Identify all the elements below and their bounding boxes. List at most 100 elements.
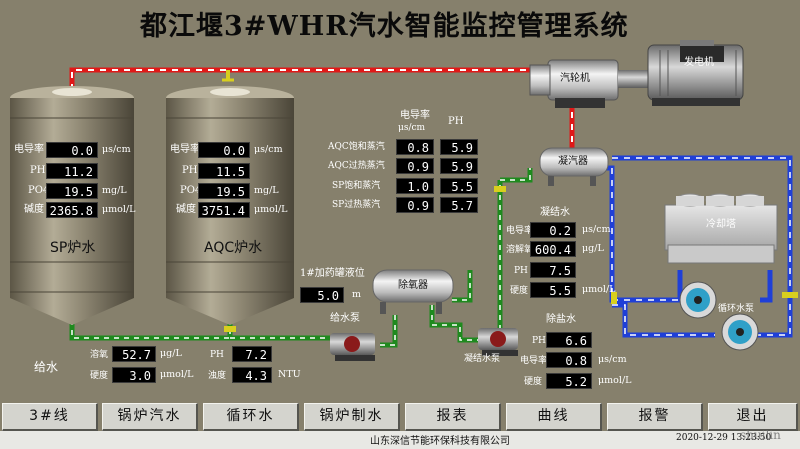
condensate-title: 凝结水 (540, 207, 570, 218)
aqc-value-po4: 19.5 (198, 183, 250, 199)
aqc-unit-3: μmol/L (254, 204, 288, 215)
nav-button-boiler-steam-water[interactable]: 锅炉汽水 (102, 403, 198, 431)
sp-label-0: 电导率 (14, 144, 44, 155)
nav-button-exit[interactable]: 退出 (708, 403, 798, 431)
demin-value-hardness: 5.2 (546, 373, 592, 389)
condenser-shape (539, 147, 609, 186)
cooling-tower-label: 冷却塔 (706, 219, 736, 230)
condensate-unit-0: μs/cm (582, 224, 611, 235)
steam-cond-2: 1.0 (396, 178, 434, 194)
sp-value-po4: 19.5 (46, 183, 98, 199)
aqc-tank-name: AQC炉水 (204, 240, 263, 256)
demin-label-2: 硬度 (524, 377, 543, 387)
page-title: 都江堰3#WHR汽水智能监控管理系统 (140, 11, 629, 42)
steam-row-label-1: AQC过热蒸汽 (328, 161, 385, 171)
nav-button-trend[interactable]: 曲线 (506, 403, 602, 431)
feedwater-value-turbidity: 4.3 (232, 367, 272, 383)
condensate-value-hardness: 5.5 (530, 282, 576, 298)
steam-cond-0: 0.8 (396, 139, 434, 155)
feedwater-unit-1: μmol/L (160, 369, 194, 380)
circ-pump-2-shape (721, 313, 759, 351)
aqc-value-conductivity: 0.0 (198, 142, 250, 158)
feedwater-unit-3: NTU (278, 369, 301, 380)
turbine-shape (529, 59, 648, 108)
feedwater-label-2: PH (210, 350, 224, 360)
nav-button-line3[interactable]: 3#线 (2, 403, 98, 431)
condensate-value-oxygen: 600.4 (530, 241, 576, 257)
feedwater-label-0: 溶氧 (90, 350, 109, 360)
demin-label-1: 电导率 (520, 356, 548, 366)
demin-value-conductivity: 0.8 (546, 352, 592, 368)
nav-button-circulating-water[interactable]: 循环水 (203, 403, 299, 431)
condensate-label-1: 溶解氧 (506, 245, 534, 255)
deaerator-shape (372, 269, 454, 314)
steam-ph-0: 5.9 (440, 139, 478, 155)
aqc-label-3: 碱度 (176, 204, 196, 215)
condensate-label-0: 电导率 (506, 226, 534, 236)
condensate-unit-3: μmol/L (582, 284, 616, 295)
condensate-value-ph: 7.5 (530, 262, 576, 278)
cooling-tower-shape (664, 193, 778, 264)
aqc-value-ph: 11.5 (198, 163, 250, 179)
nav-button-boiler-water-treatment[interactable]: 锅炉制水 (304, 403, 400, 431)
dosing-level-unit: m (352, 289, 362, 300)
sp-value-conductivity: 0.0 (46, 142, 98, 158)
feedwater-unit-0: μg/L (160, 348, 182, 359)
steam-ph-3: 5.7 (440, 197, 478, 213)
circ-pump-1-shape (679, 281, 717, 319)
sp-unit-0: μs/cm (102, 144, 131, 155)
steam-header-ph: PH (448, 116, 464, 127)
aqc-label-0: 电导率 (170, 144, 200, 155)
sp-value-alkalinity: 2365.8 (46, 202, 98, 218)
aqc-label-1: PH (182, 165, 198, 176)
generator-shape (647, 40, 744, 106)
status-bar (0, 431, 800, 449)
generator-label: 发电机 (684, 57, 714, 68)
steam-header-unit: μs/cm (398, 123, 426, 133)
aqc-unit-0: μs/cm (254, 144, 283, 155)
aqc-label-2: PO4 (180, 185, 202, 196)
nav-button-report[interactable]: 报表 (405, 403, 501, 431)
steam-ph-1: 5.9 (440, 158, 478, 174)
condensate-label-2: PH (514, 266, 528, 276)
deaerator-label: 除氧器 (398, 280, 428, 291)
demin-label-0: PH (532, 336, 546, 346)
steam-row-label-3: SP过热蒸汽 (332, 200, 381, 210)
feedwater-title: 给水 (34, 360, 59, 374)
steam-row-label-0: AQC饱和蒸汽 (328, 142, 385, 152)
demin-unit-1: μs/cm (598, 354, 627, 365)
company-name: 山东深信节能环保科技有限公司 (370, 436, 510, 447)
condensate-pump-shape (478, 328, 518, 356)
sp-label-2: PO4 (28, 185, 50, 196)
feedwater-value-ph: 7.2 (232, 346, 272, 362)
sp-value-ph: 11.2 (46, 163, 98, 179)
steam-header-conductivity: 电导率 (400, 110, 430, 121)
steam-cond-3: 0.9 (396, 197, 434, 213)
feedwater-value-hardness: 3.0 (112, 367, 156, 383)
feedwater-value-oxygen: 52.7 (112, 346, 156, 362)
aqc-unit-2: mg/L (254, 185, 279, 196)
sp-tank-shape (10, 86, 134, 325)
feedwater-label-3: 浊度 (208, 371, 227, 381)
turbine-label: 汽轮机 (560, 73, 590, 84)
demin-unit-2: μmol/L (598, 375, 632, 386)
feedwater-label-1: 硬度 (90, 371, 109, 381)
condensate-label-3: 硬度 (510, 286, 529, 296)
datetime: 2020-12-29 13:23:50 (676, 433, 772, 443)
condensate-value-conductivity: 0.2 (530, 222, 576, 238)
nav-button-alarm[interactable]: 报警 (607, 403, 703, 431)
feed-pump-label: 给水泵 (330, 313, 360, 324)
feed-pump-shape (330, 333, 375, 361)
condenser-label: 凝汽器 (558, 156, 588, 167)
aqc-value-alkalinity: 3751.4 (198, 202, 250, 218)
sp-label-3: 碱度 (24, 204, 44, 215)
watermark: shuilin (740, 428, 781, 442)
dosing-level-label: 1#加药罐液位 (300, 268, 365, 279)
sp-unit-3: μmol/L (102, 204, 136, 215)
condensate-pump-label: 凝结水泵 (464, 354, 501, 364)
sp-unit-2: mg/L (102, 185, 127, 196)
circ-pump-label: 循环水泵 (718, 304, 755, 314)
sp-tank-name: SP炉水 (50, 240, 96, 256)
